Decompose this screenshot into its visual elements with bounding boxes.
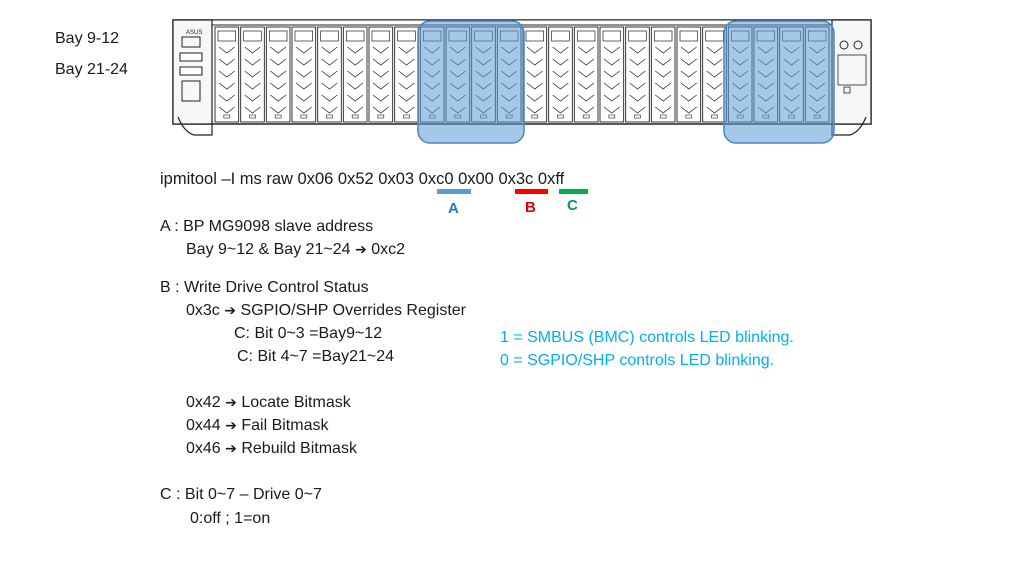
command-prefix: ipmitool –I ms raw 0x06 0x52 0x03 (160, 170, 419, 188)
drive-bay (317, 26, 342, 123)
brand-logo-text: ASUS (186, 30, 202, 36)
drive-bay (342, 26, 368, 123)
highlight-bay-9-12 (417, 20, 525, 144)
drive-bay (522, 26, 548, 123)
drive-bay (368, 26, 394, 123)
bay-label-2: Bay 21-24 (55, 61, 128, 78)
bitmask-fail: 0x44 ➔ Fail Bitmask (186, 417, 328, 435)
ipmitool-command: ipmitool –I ms raw 0x06 0x52 0x03 0xc0 0… (160, 170, 564, 189)
section-a-line: Bay 9~12 & Bay 21~24 ➔ 0xc2 (186, 241, 405, 259)
bits-line-2: C: Bit 4~7 =Bay21~24 (237, 348, 394, 365)
drive-bay (676, 26, 702, 123)
marker-bar-c (559, 189, 588, 194)
drive-bay (291, 26, 317, 123)
drive-bay (214, 26, 240, 123)
bitmask-name: Rebuild Bitmask (241, 440, 357, 457)
marker-bar-b (515, 189, 548, 194)
arrow-right-icon: ➔ (225, 441, 237, 457)
drive-bay (599, 26, 625, 123)
arrow-right-icon: ➔ (224, 303, 236, 319)
command-arg-b: 0x3c (498, 170, 534, 188)
command-mid: 0x00 (453, 170, 499, 188)
section-a-title: A : BP MG9098 slave address (160, 218, 374, 235)
bitmask-code: 0x46 (186, 440, 221, 457)
drive-bay (394, 26, 419, 123)
section-b-title: B : Write Drive Control Status (160, 279, 369, 296)
section-a-bays: Bay 9~12 & Bay 21~24 (186, 241, 351, 258)
arrow-right-icon: ➔ (225, 395, 237, 411)
bitmask-rebuild: 0x46 ➔ Rebuild Bitmask (186, 440, 357, 458)
bitmask-code: 0x44 (186, 417, 221, 434)
section-a-value: 0xc2 (371, 241, 406, 258)
server-front-panel-illustration: ASUS (172, 19, 872, 144)
drive-bay (650, 26, 676, 123)
register-code: 0x3c (186, 302, 220, 319)
section-c-title: C : Bit 0~7 – Drive 0~7 (160, 486, 322, 503)
arrow-right-icon: ➔ (225, 418, 237, 434)
marker-label-c: C (567, 197, 578, 214)
bitmask-code: 0x42 (186, 394, 221, 411)
drive-bay (702, 26, 727, 123)
command-arg-c: 0xff (537, 170, 565, 188)
drive-bay (573, 26, 599, 123)
bay-label-1: Bay 9-12 (55, 30, 120, 47)
drive-bay (265, 26, 291, 123)
bits-line-1: C: Bit 0~3 =Bay9~12 (234, 325, 383, 342)
arrow-right-icon: ➔ (355, 242, 367, 258)
marker-bar-a (437, 189, 471, 194)
drive-bay (240, 26, 265, 123)
marker-label-a: A (448, 200, 459, 217)
drive-bay (548, 26, 573, 123)
bitmask-name: Locate Bitmask (241, 394, 351, 411)
marker-label-b: B (525, 199, 536, 216)
section-b-register: 0x3c ➔ SGPIO/SHP Overrides Register (186, 302, 466, 320)
register-name: SGPIO/SHP Overrides Register (240, 302, 466, 319)
section-c-line: 0:off ; 1=on (190, 510, 271, 527)
bitmask-name: Fail Bitmask (241, 417, 329, 434)
highlight-bay-21-24 (723, 20, 835, 144)
note-smbus: 1 = SMBUS (BMC) controls LED blinking. (500, 329, 794, 346)
command-arg-a: 0xc0 (418, 170, 454, 188)
bitmask-locate: 0x42 ➔ Locate Bitmask (186, 394, 351, 412)
drive-bay (625, 26, 650, 123)
note-sgpio: 0 = SGPIO/SHP controls LED blinking. (500, 352, 775, 369)
